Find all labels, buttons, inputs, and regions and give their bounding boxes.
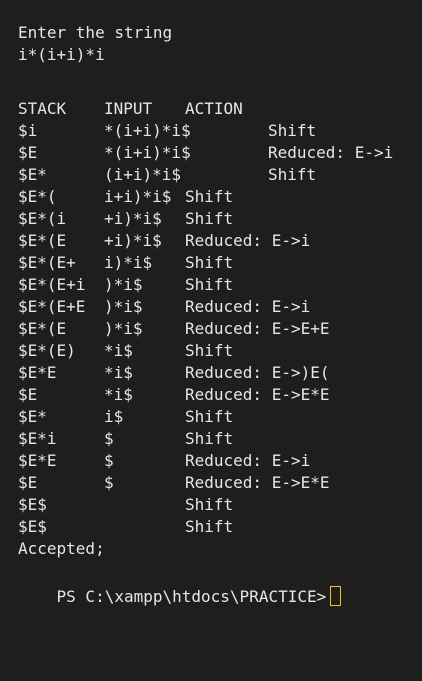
table-row: $E *i$ Reduced: E->E*E bbox=[18, 384, 418, 406]
table-row: $E*i $ Shift bbox=[18, 428, 418, 450]
row-action: Shift bbox=[185, 517, 234, 536]
row-stack: $E*(i bbox=[18, 209, 67, 228]
row-action: Reduced: E->i bbox=[268, 143, 394, 162]
row-action: Shift bbox=[185, 253, 234, 272]
row-input: )*i$ bbox=[104, 275, 143, 294]
table-row: $i *(i+i)*i$ Shift bbox=[18, 120, 418, 142]
table-row: $E *(i+i)*i$ Reduced: E->i bbox=[18, 142, 418, 164]
row-action: Reduced: E->i bbox=[185, 231, 311, 250]
prompt-text: Enter the string bbox=[18, 23, 173, 42]
row-action: Shift bbox=[268, 121, 317, 140]
row-action: Shift bbox=[185, 429, 234, 448]
input-string: i*(i+i)*i bbox=[18, 45, 105, 64]
row-action: Reduced: E->E+E bbox=[185, 319, 330, 338]
row-stack: $E*(E+E bbox=[18, 297, 86, 316]
table-header: STACK INPUT ACTION bbox=[18, 98, 418, 120]
row-action: Shift bbox=[185, 275, 234, 294]
row-input: (i+i)*i$ bbox=[104, 165, 182, 184]
row-input: *i$ bbox=[104, 341, 133, 360]
row-action: Reduced: E->i bbox=[185, 451, 311, 470]
row-stack: $E*(E+ bbox=[18, 253, 76, 272]
table-row: $E* i$ Shift bbox=[18, 406, 418, 428]
row-stack: $E*i bbox=[18, 429, 57, 448]
row-action: Shift bbox=[185, 341, 234, 360]
table-row: $E$ Shift bbox=[18, 516, 418, 538]
row-stack: $E$ bbox=[18, 495, 47, 514]
shell-prompt: PS C:\xampp\htdocs\PRACTICE> bbox=[56, 587, 327, 606]
row-input: i)*i$ bbox=[104, 253, 153, 272]
table-row: $E*(E )*i$ Reduced: E->E+E bbox=[18, 318, 418, 340]
row-action: Shift bbox=[268, 165, 317, 184]
row-input: *i$ bbox=[104, 363, 133, 382]
row-stack: $E* bbox=[18, 407, 47, 426]
row-action: Shift bbox=[185, 407, 234, 426]
row-stack: $E*E bbox=[18, 451, 57, 470]
row-input: $ bbox=[104, 451, 114, 470]
result-text: Accepted; bbox=[18, 539, 105, 558]
row-stack: $E*(E) bbox=[18, 341, 76, 360]
row-input: )*i$ bbox=[104, 319, 143, 338]
row-input: $ bbox=[104, 473, 114, 492]
row-action: Reduced: E->E*E bbox=[185, 385, 330, 404]
table-row: $E $ Reduced: E->E*E bbox=[18, 472, 418, 494]
row-input: *i$ bbox=[104, 385, 133, 404]
table-row: $E*(E+ i)*i$ Shift bbox=[18, 252, 418, 274]
row-stack: $E* bbox=[18, 165, 47, 184]
table-row: $E*E $ Reduced: E->i bbox=[18, 450, 418, 472]
table-row: $E*(E+i )*i$ Shift bbox=[18, 274, 418, 296]
table-row: $E*(E+E )*i$ Reduced: E->i bbox=[18, 296, 418, 318]
shell-prompt-line[interactable]: PS C:\xampp\htdocs\PRACTICE> bbox=[18, 564, 342, 606]
table-row: $E*(E) *i$ Shift bbox=[18, 340, 418, 362]
table-row: $E*( i+i)*i$ Shift bbox=[18, 186, 418, 208]
row-action: Shift bbox=[185, 209, 234, 228]
header-action: ACTION bbox=[185, 99, 243, 118]
row-action: Reduced: E->i bbox=[185, 297, 311, 316]
table-row: $E*(i +i)*i$ Shift bbox=[18, 208, 418, 230]
header-stack: STACK bbox=[18, 99, 67, 118]
row-action: Shift bbox=[185, 495, 234, 514]
row-action: Shift bbox=[185, 187, 234, 206]
table-row: $E$ Shift bbox=[18, 494, 418, 516]
row-input: *(i+i)*i$ bbox=[104, 121, 191, 140]
row-action: Reduced: E->)E( bbox=[185, 363, 330, 382]
table-row: $E* (i+i)*i$ Shift bbox=[18, 164, 418, 186]
header-input: INPUT bbox=[104, 99, 153, 118]
row-input: +i)*i$ bbox=[104, 231, 162, 250]
row-action: Reduced: E->E*E bbox=[185, 473, 330, 492]
row-stack: $i bbox=[18, 121, 38, 140]
row-stack: $E*E bbox=[18, 363, 57, 382]
table-row: $E*(E +i)*i$ Reduced: E->i bbox=[18, 230, 418, 252]
table-row: $E*E *i$ Reduced: E->)E( bbox=[18, 362, 418, 384]
row-stack: $E*(E bbox=[18, 231, 67, 250]
row-stack: $E*(E bbox=[18, 319, 67, 338]
row-input: *(i+i)*i$ bbox=[104, 143, 191, 162]
row-input: )*i$ bbox=[104, 297, 143, 316]
row-stack: $E*(E+i bbox=[18, 275, 86, 294]
row-input: $ bbox=[104, 429, 114, 448]
row-input: +i)*i$ bbox=[104, 209, 162, 228]
row-input: i$ bbox=[104, 407, 124, 426]
row-stack: $E bbox=[18, 143, 38, 162]
row-stack: $E*( bbox=[18, 187, 57, 206]
row-stack: $E bbox=[18, 473, 38, 492]
row-stack: $E bbox=[18, 385, 38, 404]
block-cursor-icon bbox=[330, 586, 342, 606]
row-stack: $E$ bbox=[18, 517, 47, 536]
row-input: i+i)*i$ bbox=[104, 187, 172, 206]
